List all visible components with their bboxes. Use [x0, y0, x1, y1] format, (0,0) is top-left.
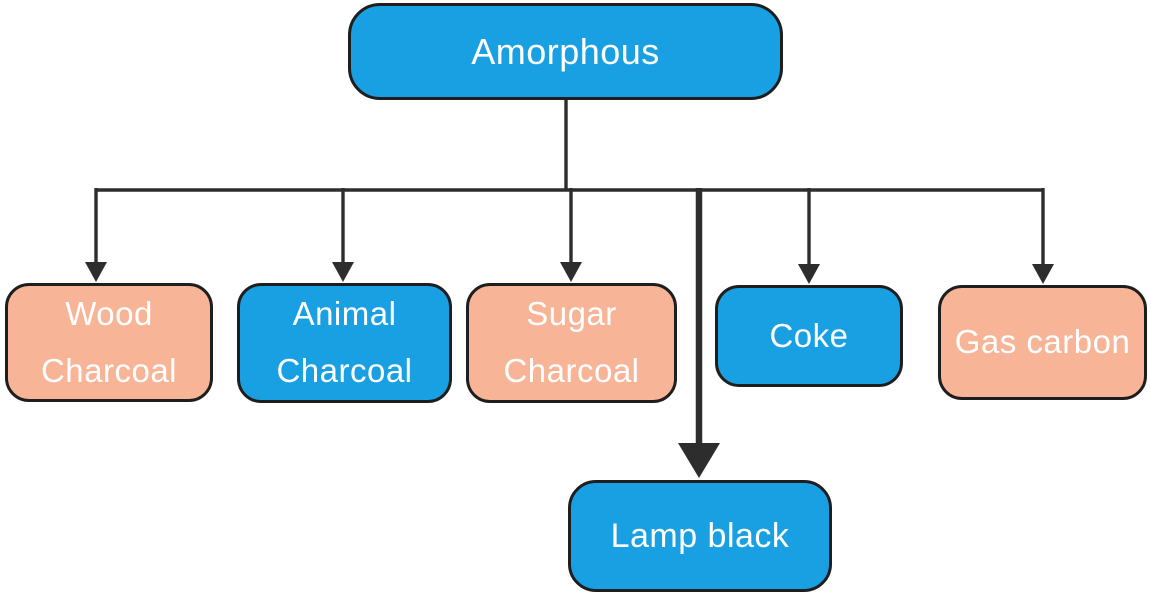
node-coke-label: Coke: [769, 316, 849, 354]
node-coke: Coke: [715, 285, 903, 387]
node-amorphous: Amorphous: [348, 3, 783, 100]
node-sugar-charcoal-label: Sugar Charcoal: [503, 295, 640, 389]
arrowhead-gas: [1032, 264, 1054, 284]
node-wood-charcoal-label: Wood Charcoal: [40, 294, 178, 389]
node-sugar-charcoal: Sugar Charcoal: [466, 283, 677, 403]
node-amorphous-label: Amorphous: [471, 30, 660, 72]
node-lamp-black-label: Lamp black: [610, 516, 790, 555]
node-gas-carbon-label: Gas carbon: [954, 323, 1131, 361]
node-gas-carbon: Gas carbon: [938, 285, 1147, 400]
arrowhead-animal: [332, 262, 354, 282]
node-lamp-black: Lamp black: [568, 480, 832, 592]
arrowheads: [85, 262, 1054, 478]
arrowhead-lamp: [678, 443, 720, 478]
node-wood-charcoal: Wood Charcoal: [5, 283, 213, 402]
arrowhead-wood: [85, 262, 107, 282]
arrowhead-sugar: [560, 262, 582, 282]
node-animal-charcoal-label: Animal Charcoal: [276, 295, 413, 389]
arrowhead-coke: [798, 264, 820, 284]
node-animal-charcoal: Animal Charcoal: [237, 283, 452, 403]
